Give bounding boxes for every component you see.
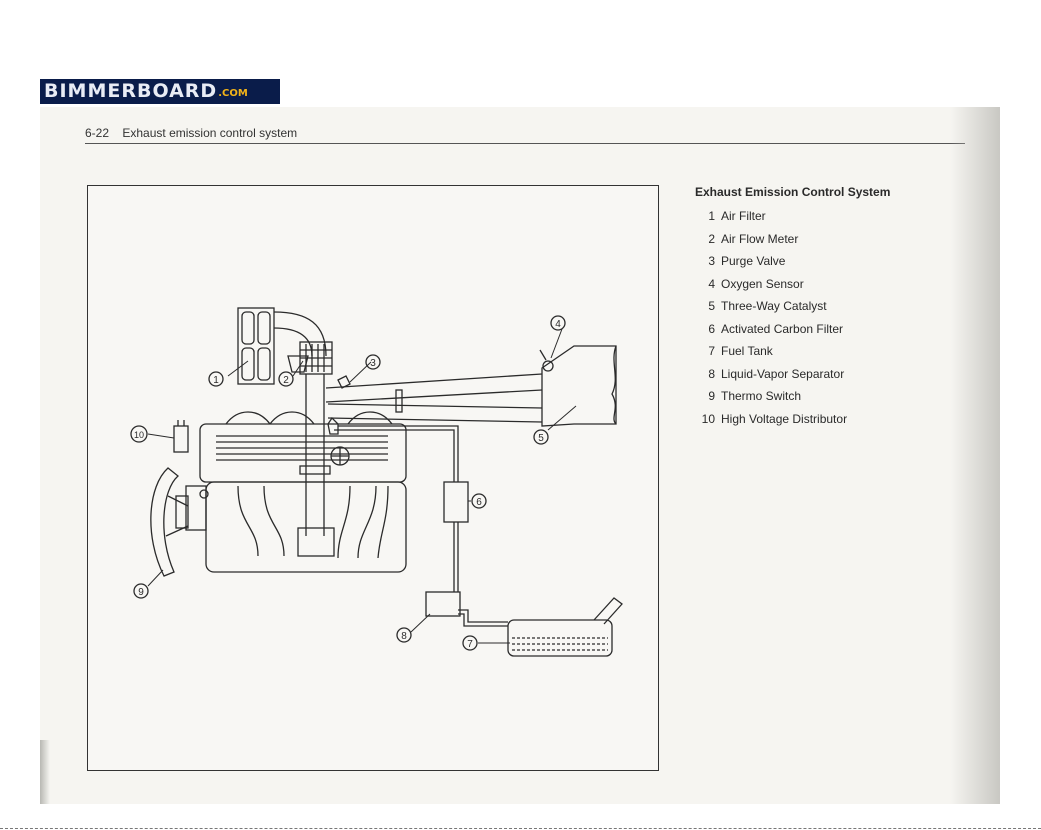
legend-item-number: 7	[695, 344, 715, 358]
legend-item: 6 Activated Carbon Filter	[695, 318, 955, 341]
fan-pulley-drawing	[151, 468, 188, 576]
bottom-dashed-border	[0, 828, 1041, 829]
legend-item-number: 8	[695, 367, 715, 381]
legend-item-number: 9	[695, 389, 715, 403]
callout-7-label: 7	[467, 639, 473, 650]
callout-5-label: 5	[538, 433, 544, 444]
legend-item: 4 Oxygen Sensor	[695, 273, 955, 296]
thermo-switch-drawing	[200, 490, 208, 498]
legend-item-label: High Voltage Distributor	[721, 412, 847, 426]
callout-2-label: 2	[283, 375, 289, 386]
callout-8-label: 8	[401, 631, 407, 642]
legend-item-number: 1	[695, 209, 715, 223]
engine-diagram-drawing: 1 2 3 4 5 6 7 8 9 10	[88, 186, 660, 772]
page-header: 6-22 Exhaust emission control system	[85, 125, 965, 144]
fuel-tank-drawing	[508, 598, 622, 656]
legend-item-label: Thermo Switch	[721, 389, 801, 403]
callout-9-label: 9	[138, 587, 144, 598]
callouts: 1 2 3 4 5 6 7 8 9 10	[131, 316, 565, 650]
legend-item-number: 3	[695, 254, 715, 268]
legend-item-label: Air Flow Meter	[721, 232, 798, 246]
legend-item-label: Purge Valve	[721, 254, 785, 268]
legend-item-label: Three-Way Catalyst	[721, 299, 827, 313]
callout-1: 1	[209, 372, 223, 386]
bimmerboard-logo: BIMMERBOARD .COM	[40, 79, 280, 104]
legend-item-number: 2	[695, 232, 715, 246]
legend-item: 10 High Voltage Distributor	[695, 408, 955, 431]
legend-item: 1 Air Filter	[695, 205, 955, 228]
legend-item-label: Air Filter	[721, 209, 766, 223]
separator-drawing	[426, 592, 460, 616]
engine-block-drawing	[176, 412, 406, 572]
callout-9: 9	[134, 584, 148, 598]
callout-6: 6	[472, 494, 486, 508]
legend-item-label: Fuel Tank	[721, 344, 773, 358]
callout-10: 10	[131, 426, 147, 442]
legend-item-label: Activated Carbon Filter	[721, 322, 843, 336]
callout-2: 2	[279, 372, 293, 386]
logo-tld-text: .COM	[218, 79, 248, 104]
callout-3-label: 3	[370, 358, 376, 369]
callout-3: 3	[366, 355, 380, 369]
page-number: 6-22	[85, 126, 109, 140]
logo-main-text: BIMMERBOARD	[44, 79, 217, 104]
callout-7: 7	[463, 636, 477, 650]
legend-item-label: Oxygen Sensor	[721, 277, 804, 291]
carbon-filter-drawing	[444, 482, 468, 522]
callout-8: 8	[397, 628, 411, 642]
callout-1-label: 1	[213, 375, 219, 386]
legend-item-label: Liquid-Vapor Separator	[721, 367, 844, 381]
callout-4-label: 4	[555, 319, 561, 330]
purge-valve-drawing	[328, 376, 350, 434]
legend: Exhaust Emission Control System 1 Air Fil…	[695, 185, 955, 430]
engine-diagram: 1 2 3 4 5 6 7 8 9 10	[87, 185, 659, 771]
legend-item-number: 5	[695, 299, 715, 313]
legend-item: 2 Air Flow Meter	[695, 228, 955, 251]
callout-6-label: 6	[476, 497, 482, 508]
legend-item-number: 10	[695, 412, 715, 426]
legend-item: 9 Thermo Switch	[695, 385, 955, 408]
legend-item-number: 6	[695, 322, 715, 336]
page-header-title: Exhaust emission control system	[122, 126, 297, 140]
legend-item: 3 Purge Valve	[695, 250, 955, 273]
legend-item-number: 4	[695, 277, 715, 291]
legend-item: 8 Liquid-Vapor Separator	[695, 363, 955, 386]
callout-10-label: 10	[134, 430, 144, 440]
legend-title: Exhaust Emission Control System	[695, 185, 955, 199]
high-voltage-distributor-drawing	[174, 420, 188, 452]
page-left-edge-shadow	[40, 740, 50, 804]
legend-item: 7 Fuel Tank	[695, 340, 955, 363]
vapor-lines-drawing	[334, 426, 508, 626]
callout-5: 5	[534, 430, 548, 444]
callout-4: 4	[551, 316, 565, 330]
legend-item: 5 Three-Way Catalyst	[695, 295, 955, 318]
page-edge-shadow	[950, 107, 1000, 804]
manual-page: 6-22 Exhaust emission control system	[40, 107, 1000, 804]
